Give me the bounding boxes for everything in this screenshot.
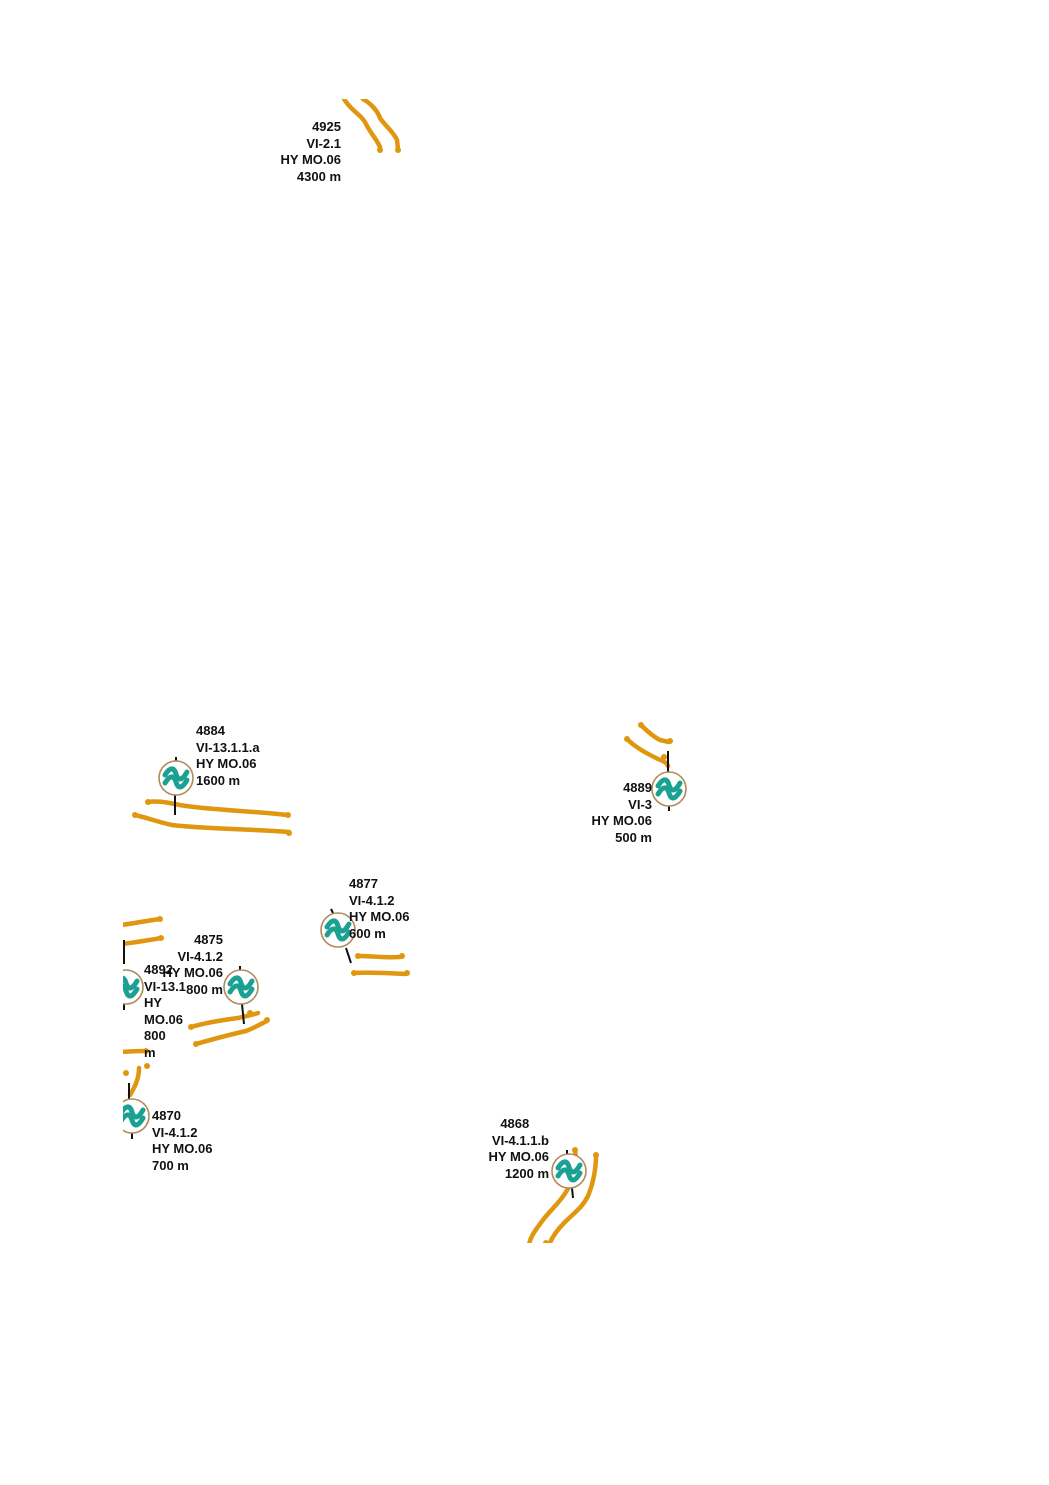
station-length: 700 m: [152, 1157, 189, 1173]
station-type: HY MO.06: [152, 1141, 213, 1156]
station-id: 4875: [194, 932, 223, 947]
station-label-4884: 4884 VI-13.1.1.a HY MO.06 1600 m: [196, 723, 260, 789]
station-code: VI-4.1.2: [152, 1124, 198, 1140]
station-label-4868: 4868 VI-4.1.1.b HY MO.06 1200 m: [489, 1116, 549, 1182]
station-type: HY MO.06: [280, 152, 341, 167]
pipeline-4925[interactable]: [341, 99, 401, 153]
station-type: HY MO.06: [196, 756, 257, 771]
station-label-4870: 4870 VI-4.1.2 HY MO.06 700 m: [152, 1108, 212, 1174]
station-length: 800 m: [186, 981, 223, 997]
station-type: MO.06: [144, 1011, 184, 1027]
station-code: VI-3: [628, 796, 652, 812]
station-label-4892: 4892 VI-13.1 HY MO.06 800 m: [144, 962, 186, 1061]
leader-4875: [241, 1003, 245, 1025]
pipeline-4889[interactable]: [624, 722, 673, 769]
station-label-4875: 4875 VI-4.1.2 HY MO.06 800 m: [163, 932, 223, 998]
station-length: 1200 m: [504, 1165, 549, 1181]
station-length: 600 m: [349, 925, 386, 941]
station-type: HY MO.06: [591, 813, 652, 828]
station-code: VI-13.1: [144, 978, 186, 994]
station-id: 4870: [152, 1108, 181, 1123]
station-id: 4925: [312, 119, 341, 134]
station-code: VI-4.1.1.b: [491, 1132, 549, 1148]
pipeline-4884[interactable]: [132, 799, 292, 836]
station-id: 4877: [349, 876, 378, 891]
station-code: VI-13.1.1.a: [196, 739, 260, 755]
water-station-icon[interactable]: [651, 771, 687, 807]
water-station-icon[interactable]: [115, 1098, 150, 1134]
water-station-icon[interactable]: [223, 969, 259, 1005]
pipeline-4875[interactable]: [188, 1010, 270, 1047]
station-length: 1600 m: [196, 772, 241, 788]
tick-4877: [330, 908, 334, 914]
pipeline-4892[interactable]: [115, 916, 164, 1098]
station-id: 4892: [144, 962, 173, 977]
station-length: 500 m: [615, 829, 652, 845]
station-type: HY MO.06: [162, 965, 223, 980]
station-code: VI-4.1.2: [349, 892, 395, 908]
station-code: VI-2.1: [306, 135, 341, 151]
leader-4877: [345, 947, 352, 964]
station-label-4925: 4925 VI-2.1 HY MO.06 4300 m: [281, 119, 341, 185]
pipeline-4877[interactable]: [351, 953, 410, 977]
station-length: 800: [144, 1028, 166, 1043]
station-id: 4884: [196, 723, 225, 738]
station-code: VI-4.1.2: [177, 948, 223, 964]
station-id: 4868: [500, 1116, 530, 1131]
station-label-4877: 4877 VI-4.1.2 HY MO.06 600 m: [349, 876, 409, 942]
water-station-icon[interactable]: [551, 1153, 587, 1189]
water-station-icon[interactable]: [158, 760, 194, 796]
water-station-icon[interactable]: [109, 969, 144, 1005]
water-station-icon[interactable]: [320, 912, 356, 948]
station-length: 4300 m: [296, 168, 341, 184]
station-type: HY MO.06: [488, 1149, 549, 1164]
station-length: m: [144, 1044, 156, 1060]
station-type: HY MO.06: [349, 909, 410, 924]
station-type: HY: [144, 995, 163, 1010]
station-id: 4889: [623, 780, 652, 795]
leader-4868: [571, 1187, 574, 1199]
station-label-4889: 4889 VI-3 HY MO.06 500 m: [592, 780, 652, 846]
